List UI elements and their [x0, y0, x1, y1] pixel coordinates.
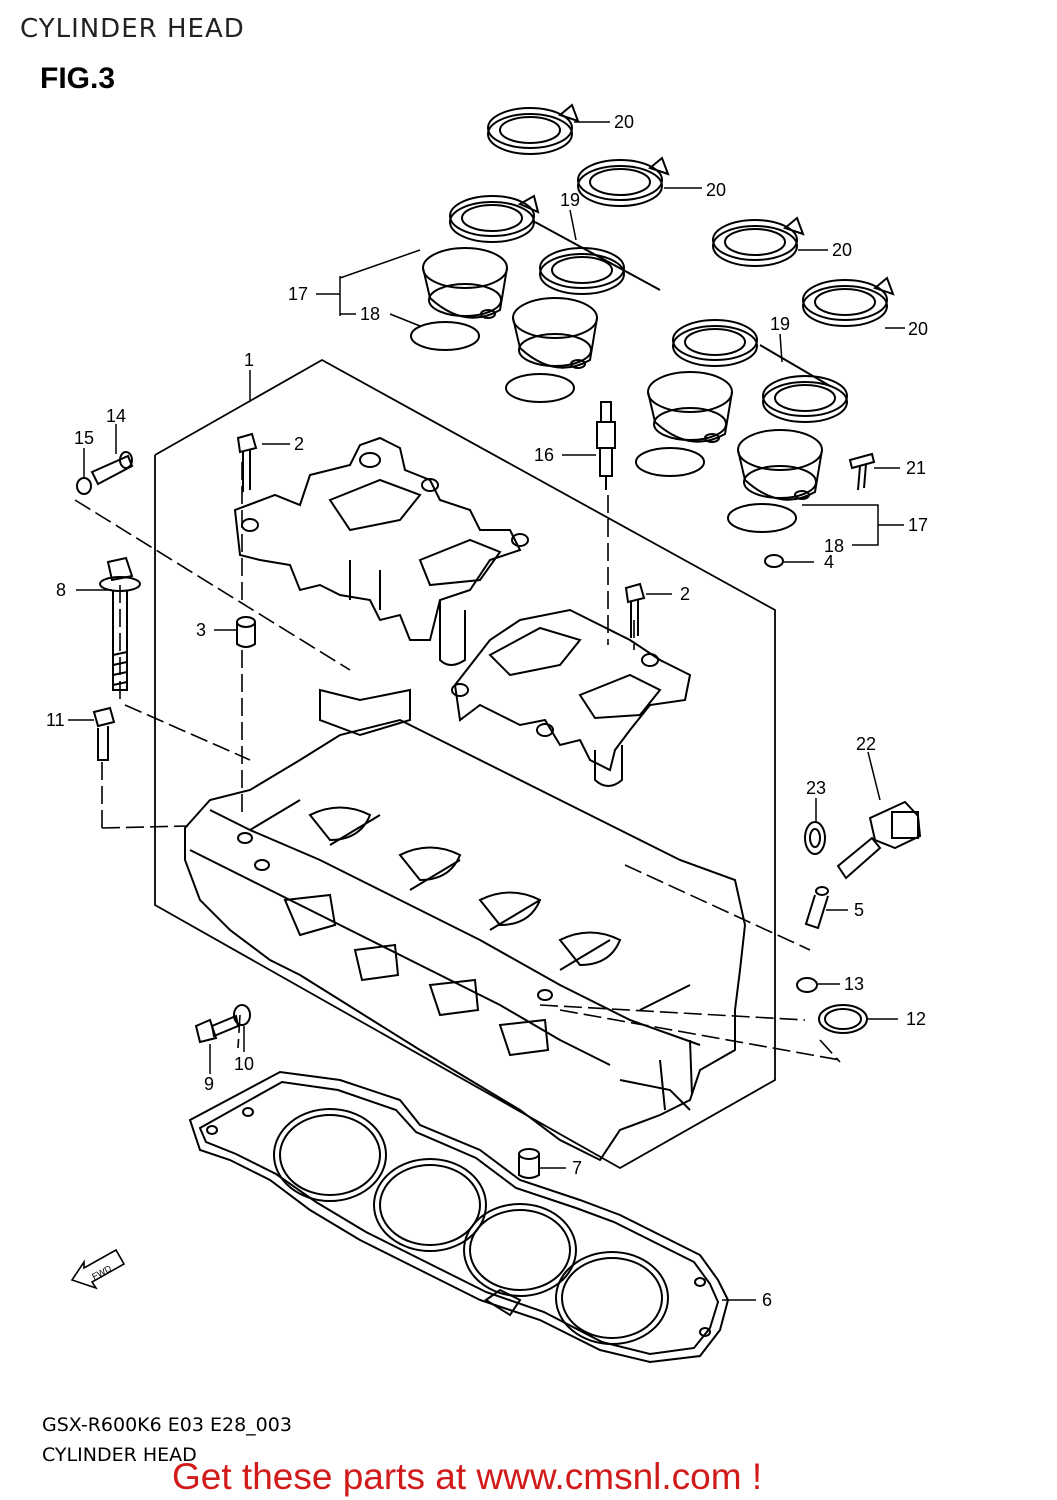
callout-1: 1	[244, 350, 254, 370]
page-title: CYLINDER HEAD	[20, 14, 245, 44]
callout-2-a: 2	[294, 434, 304, 454]
callout-5: 5	[854, 900, 864, 920]
dowel-pin-lower	[518, 1148, 540, 1179]
intake-pipe-1	[422, 247, 508, 319]
callout-17-a: 17	[288, 284, 308, 304]
bolt-9	[194, 1014, 240, 1044]
callout-20-d: 20	[908, 319, 928, 339]
o-ring-13	[796, 977, 818, 993]
callout-20-c: 20	[832, 240, 852, 260]
fwd-arrow-icon	[70, 1248, 126, 1290]
section-name: CYLINDER HEAD	[42, 1444, 197, 1466]
pin-5	[804, 886, 829, 930]
callout-19-b: 19	[770, 314, 790, 334]
promo-link-text[interactable]: Get these parts at www.cmsnl.com !	[172, 1456, 763, 1497]
camshaft-holder-upper	[233, 436, 529, 666]
model-code: GSX-R600K6 E03 E28_003	[42, 1414, 292, 1436]
temp-sensor-22	[836, 800, 922, 880]
camshaft-holder-lower	[451, 608, 692, 787]
callout-9: 9	[204, 1074, 214, 1094]
bolt-8	[99, 556, 141, 691]
o-ring-1	[410, 321, 480, 351]
bolt-2a	[236, 432, 258, 492]
washer-4	[764, 554, 784, 568]
callout-11: 11	[46, 710, 65, 730]
spark-plug	[596, 401, 616, 490]
callout-19-a: 19	[560, 190, 580, 210]
callout-18-a: 18	[360, 304, 380, 324]
intake-clamp-6	[539, 247, 625, 295]
callout-15: 15	[74, 428, 94, 448]
callout-22: 22	[856, 734, 876, 754]
callout-23: 23	[806, 778, 826, 798]
screw-21	[848, 452, 876, 491]
callout-12: 12	[906, 1009, 926, 1029]
callout-21: 21	[906, 458, 926, 478]
dowel-pin-upper	[236, 616, 256, 648]
callout-8: 8	[56, 580, 66, 600]
bolt-11	[92, 706, 116, 761]
intake-pipe-2	[512, 297, 598, 369]
head-gasket	[188, 1070, 730, 1364]
o-ring-3	[635, 447, 705, 477]
intake-clamp-1	[487, 103, 580, 155]
o-ring-4	[727, 503, 797, 533]
intake-clamp-2	[577, 156, 670, 207]
callout-2-b: 2	[680, 584, 690, 604]
fitting-14	[90, 451, 134, 486]
intake-clamp-8	[762, 375, 848, 423]
washer-10	[233, 1004, 251, 1026]
callout-10: 10	[234, 1054, 254, 1074]
washer-15	[76, 477, 92, 495]
cylinder-head-body	[184, 688, 747, 1162]
washer-23	[804, 821, 826, 855]
intake-pipe-3	[647, 371, 733, 443]
callout-13: 13	[844, 974, 864, 994]
callout-7: 7	[572, 1158, 582, 1178]
callout-17-b: 17	[908, 515, 928, 535]
callout-16: 16	[534, 445, 554, 465]
callout-14: 14	[106, 406, 126, 426]
bolt-2b	[624, 582, 646, 638]
intake-clamp-7	[672, 319, 758, 367]
o-ring-2	[505, 373, 575, 403]
callout-4: 4	[824, 552, 834, 572]
callout-20-a: 20	[614, 112, 634, 132]
assembly-frame	[154, 358, 776, 1170]
callout-18-b: 18	[824, 536, 844, 556]
intake-pipe-4	[737, 429, 823, 501]
figure-label: FIG.3	[40, 62, 116, 95]
intake-clamp-5	[449, 194, 540, 243]
fwd-label: FWD	[90, 1263, 113, 1282]
callout-20-b: 20	[706, 180, 726, 200]
intake-clamp-3	[712, 216, 805, 267]
callout-3: 3	[196, 620, 206, 640]
callout-6: 6	[762, 1290, 772, 1310]
intake-clamp-4	[802, 276, 895, 327]
